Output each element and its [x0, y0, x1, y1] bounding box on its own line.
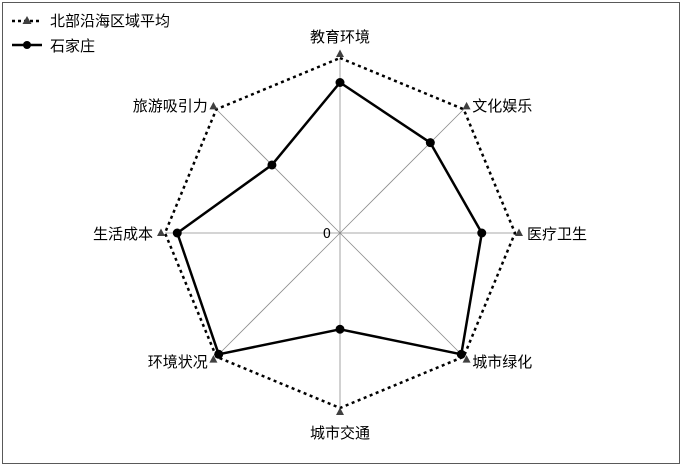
category-label-3: 城市绿化: [472, 353, 532, 371]
series-0-marker-3: [462, 355, 471, 363]
legend-item-shijiazhuang: 石家庄: [12, 37, 95, 55]
radar-grid: [165, 58, 515, 408]
legend-label-regional-average: 北部沿海区域平均: [50, 12, 170, 30]
series-1-marker-3: [456, 349, 466, 359]
legend-circle-marker: [23, 41, 31, 49]
series-1-marker-7: [267, 160, 277, 170]
series-1-marker-0: [335, 78, 345, 87]
category-label-7: 旅游吸引力: [133, 97, 208, 115]
category-label-0: 教育环境: [310, 28, 370, 46]
category-label-2: 医疗卫生: [527, 225, 587, 243]
category-label-5: 环境状况: [148, 353, 208, 371]
legend-item-regional-average: 北部沿海区域平均: [12, 12, 170, 30]
radar-series: [157, 49, 523, 415]
category-label-6: 生活成本: [93, 225, 153, 243]
spoke-3: [339, 232, 465, 358]
series-0-marker-2: [515, 228, 523, 236]
spoke-7: [215, 108, 341, 234]
series-1-marker-5: [214, 349, 224, 359]
center-tick-label: 0: [323, 227, 331, 242]
spoke-5: [215, 232, 341, 358]
series-1-marker-2: [477, 228, 487, 238]
series-line-1: [176, 81, 484, 356]
series-0-marker-5: [209, 355, 218, 363]
series-1-marker-4: [335, 324, 345, 334]
series-1-marker-6: [172, 228, 182, 238]
series-0-marker-7: [209, 101, 218, 110]
legend: 北部沿海区域平均 石家庄: [12, 12, 170, 55]
category-label-1: 文化娱乐: [472, 97, 532, 115]
series-0-marker-4: [336, 407, 344, 415]
series-0-marker-0: [336, 49, 344, 57]
series-0-marker-1: [462, 101, 471, 110]
spoke-1: [339, 108, 465, 234]
series-1-marker-1: [425, 138, 435, 148]
legend-label-shijiazhuang: 石家庄: [50, 37, 95, 55]
series-0-marker-6: [157, 228, 165, 236]
legend-triangle-marker: [22, 16, 32, 24]
category-label-4: 城市交通: [310, 424, 370, 442]
